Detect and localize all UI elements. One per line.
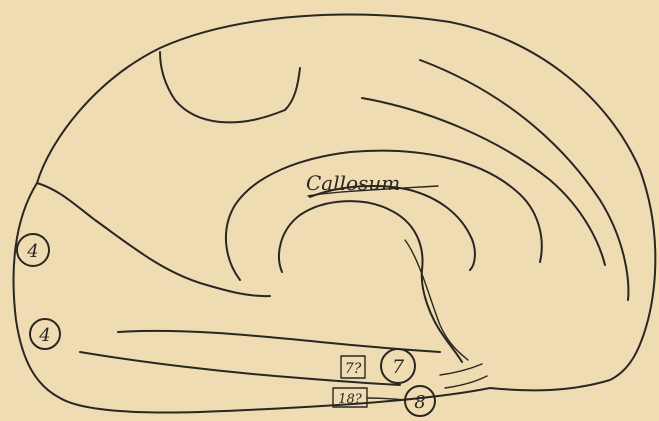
hemisphere-outline [14,15,656,413]
area-8-label: 8 [414,392,425,413]
lower-sulcus-1 [118,331,440,352]
cingulate-sulcus-outer [420,60,628,300]
area-18-query-label: 18? [338,392,363,407]
fornix-inner [405,240,468,360]
callosum-inner [310,186,475,270]
lower-sulcus-4 [445,376,487,388]
fornix-curve [279,201,462,362]
lower-sulcus-3 [440,364,482,375]
area-18-connector [367,398,405,400]
paracentral-sulcus [160,52,300,122]
area-7-label: 7 [392,356,405,378]
area-4-lower-label: 4 [38,325,50,346]
area-4-upper-label: 4 [26,241,38,262]
occipital-boundary [37,183,270,296]
area-7-query-label: 7? [345,361,362,377]
